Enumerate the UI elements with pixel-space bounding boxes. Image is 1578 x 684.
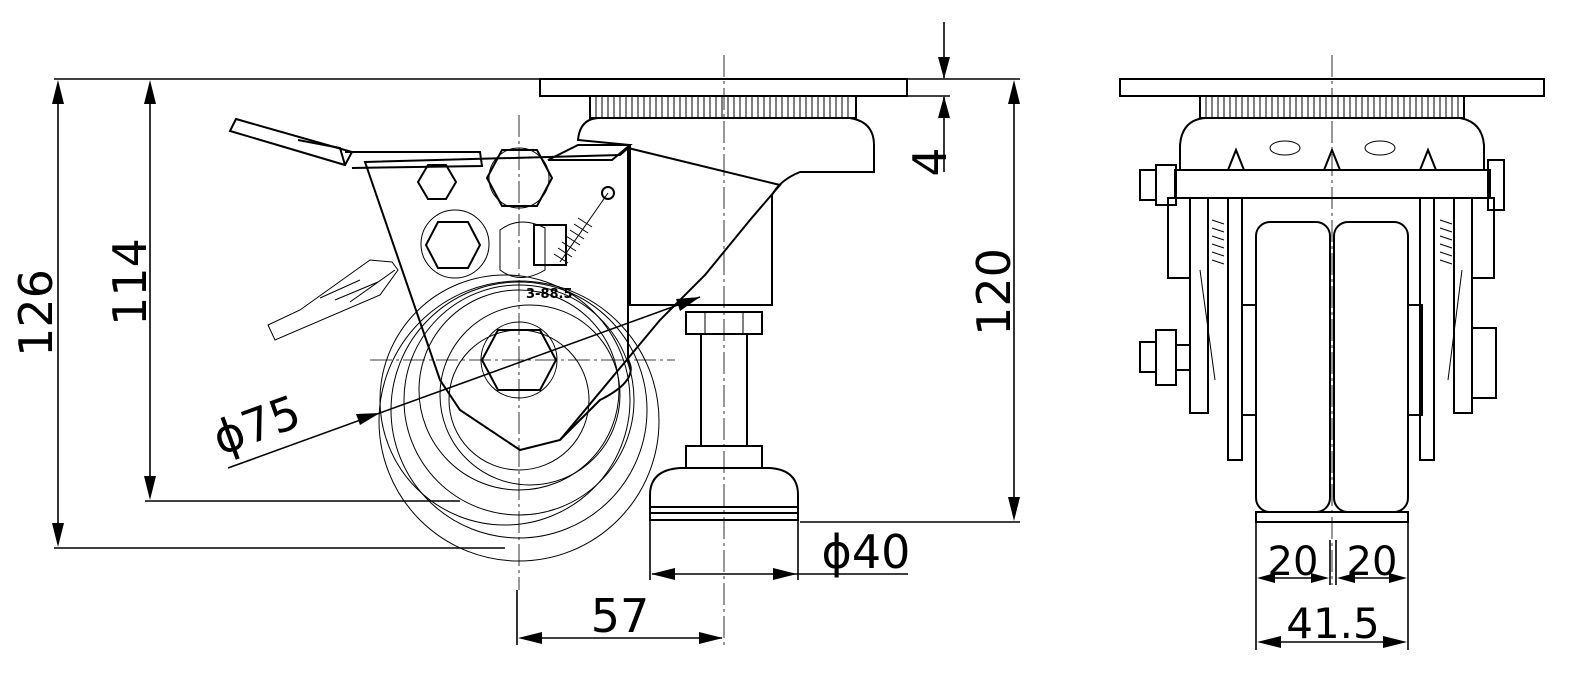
dim-20-right-label: 20 <box>1347 539 1398 585</box>
front-swivel-body <box>1179 117 1485 171</box>
pad-strip <box>649 506 799 514</box>
front-right-plate <box>1453 197 1473 414</box>
front-rib-right <box>1418 147 1438 171</box>
brake-label-box <box>533 224 567 266</box>
front-view: 20 20 41.5 <box>1119 55 1545 650</box>
hex-nut-axle <box>480 329 558 391</box>
dim-114: 114 <box>103 80 460 502</box>
front-nut-left-top <box>1139 169 1157 201</box>
front-knurl-lines <box>1205 97 1459 117</box>
front-left-leg <box>1167 197 1191 279</box>
knurled-ring <box>589 95 857 119</box>
axle-washer <box>480 321 558 399</box>
housing-lip <box>547 144 633 161</box>
front-wheel-right <box>1333 221 1409 513</box>
leveler-assembly <box>649 311 799 521</box>
front-rib-left <box>1226 147 1246 171</box>
hex-nut-lever <box>424 221 482 269</box>
dim-phi40-label: ϕ40 <box>822 525 911 579</box>
front-hub-left <box>1241 304 1257 416</box>
hex-nut-small <box>416 164 458 200</box>
dim-20-left-label: 20 <box>1268 539 1319 585</box>
hex-nut-upper <box>485 149 554 207</box>
front-right-inner-leg <box>1419 197 1435 461</box>
front-nut-left-axle-hex <box>1155 329 1177 386</box>
fork-arm <box>559 147 782 441</box>
fork-body <box>363 145 632 452</box>
front-left-inner-leg <box>1227 197 1243 461</box>
dim-4-label: 4 <box>903 147 957 176</box>
top-plate <box>539 78 908 97</box>
dim-57: 57 <box>516 589 723 645</box>
leveler-pad <box>649 467 799 521</box>
front-nut-left-top-hex <box>1155 164 1177 206</box>
front-nut-right-top <box>1487 159 1505 211</box>
wheel-side <box>378 274 660 562</box>
front-nut-right-axle <box>1471 327 1497 399</box>
dim-4: 4 <box>903 22 957 177</box>
dim-114-label: 114 <box>103 238 157 326</box>
part-label: 3-88.5 <box>526 287 573 302</box>
dim-41-5: 41.5 <box>1257 599 1407 648</box>
front-hub-right <box>1407 304 1423 416</box>
front-washer-left <box>1175 344 1191 371</box>
dim-120: 120 <box>800 78 1021 523</box>
dim-126: 126 <box>9 78 540 549</box>
dim-phi75-label: ϕ75 <box>206 384 308 465</box>
dim-126-label: 126 <box>9 269 63 357</box>
nut-upper-washer <box>488 147 550 209</box>
dim-20-right: 20 <box>1335 515 1409 650</box>
front-springs <box>1199 219 1463 381</box>
dim-phi40: ϕ40 <box>649 520 911 580</box>
lever-washer <box>420 209 490 279</box>
front-wheel-left <box>1255 221 1331 513</box>
dim-120-label: 120 <box>967 248 1021 336</box>
knurl-lines <box>595 97 849 117</box>
cam-block <box>499 221 546 278</box>
swivel-housing <box>576 117 875 306</box>
brake-spring <box>553 186 615 264</box>
dim-20-left: 20 <box>1255 515 1331 650</box>
brake-pedal <box>228 117 484 341</box>
front-fork-bridge <box>1174 169 1491 199</box>
dim-41-5-label: 41.5 <box>1286 599 1380 648</box>
front-left-plate <box>1189 197 1209 414</box>
front-nut-left-axle <box>1139 341 1157 373</box>
side-view: 3-88.5 126 114 <box>9 22 1021 645</box>
dim-57-label: 57 <box>591 589 650 643</box>
